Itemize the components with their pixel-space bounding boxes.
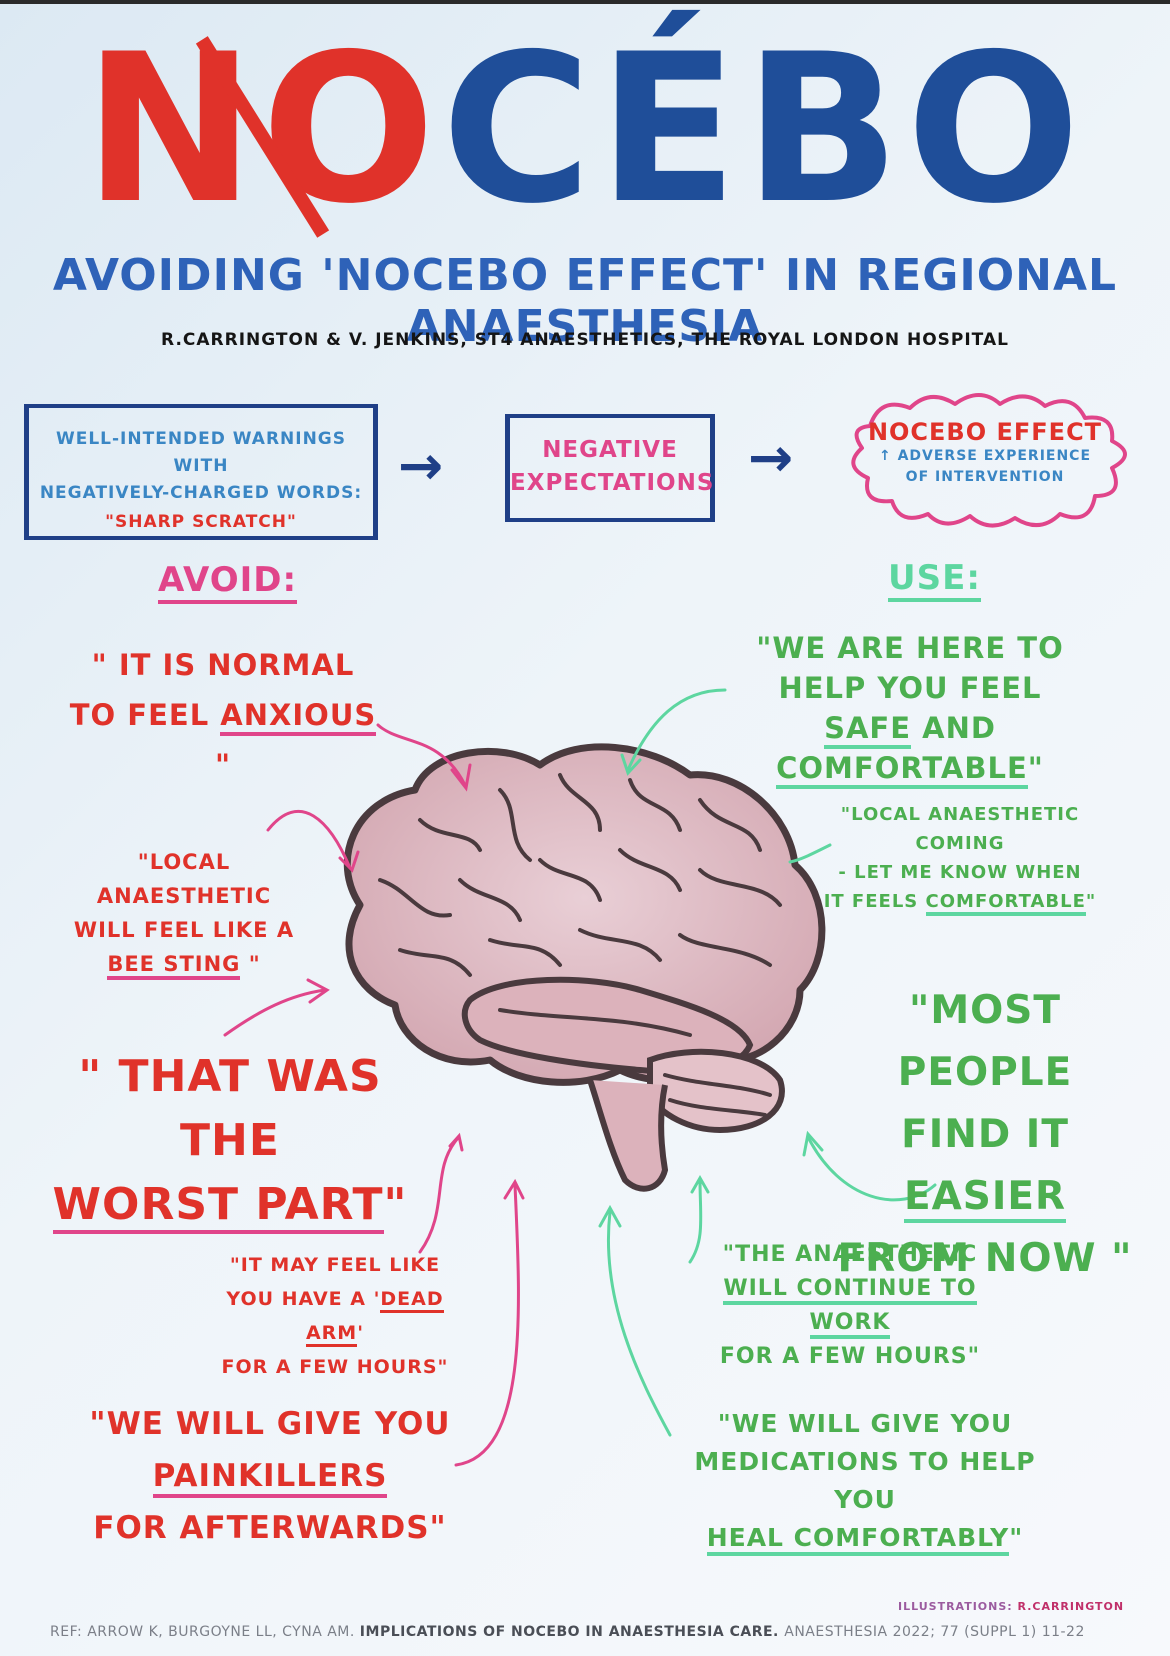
quote-line: "Local anaesthetic <box>96 850 272 908</box>
quote-text: " <box>1009 1523 1024 1552</box>
arrow-right-icon: → <box>398 434 444 497</box>
avoid-quote-worst-part: " That was the worst part" <box>40 1045 420 1237</box>
quote-line: will feel like a <box>73 918 295 942</box>
quote-line: heal comfortably" <box>660 1519 1070 1557</box>
quote-line: "We will give you <box>89 1406 451 1442</box>
use-quote-continue-to-work: "The anaesthetic will continue to work f… <box>680 1238 1020 1374</box>
quote-emphasis: will continue to work <box>723 1276 977 1339</box>
quote-text: to feel <box>69 698 221 732</box>
quote-emphasis: bee sting <box>107 952 241 980</box>
quote-text: you have a ' <box>226 1288 381 1310</box>
quote-line: "Most people <box>897 988 1073 1095</box>
quote-line: for a few hours" <box>221 1356 449 1378</box>
subtitle: Avoiding 'Nocebo effect' in Regional Ana… <box>52 250 1118 352</box>
flow-box-expectations: Negative expectations <box>505 414 715 522</box>
illustrations-name: R.Carrington <box>1017 1600 1125 1613</box>
title-blue-part: CÉBO <box>441 11 1087 249</box>
flow-box-nocebo: Nocebo effect ↑ adverse experience of in… <box>860 418 1110 488</box>
arrow-right-icon: → <box>748 426 794 489</box>
use-heading-text: Use: <box>888 558 981 602</box>
quote-line: " That was the <box>78 1051 382 1166</box>
flow-box-nocebo-title: Nocebo effect <box>867 418 1103 446</box>
quote-line: you have a 'Dead arm' <box>200 1282 470 1350</box>
quote-text: " <box>1027 751 1044 785</box>
cloud-burst-icon <box>851 393 1127 528</box>
quote-emphasis: worst part <box>52 1179 384 1234</box>
reference-authors: Arrow K, Burgoyne LL, Cyna AM. <box>87 1624 360 1640</box>
quote-line: - let me know when <box>838 862 1082 883</box>
quote-line: for a few hours" <box>719 1344 981 1369</box>
quote-emphasis: heal comfortably <box>706 1523 1010 1556</box>
flow-box-warnings-line1: Well-intended warnings with <box>55 429 347 476</box>
use-quote-easier: "Most people find it easier from now " <box>830 980 1140 1290</box>
avoid-heading: Avoid: <box>158 560 298 604</box>
avoid-quote-anxious: " It is normal to feel anxious " <box>58 640 388 790</box>
quote-line: bee sting " <box>54 947 314 981</box>
quote-emphasis: easier <box>903 1174 1067 1223</box>
quote-line: from now " <box>837 1236 1133 1281</box>
quote-emphasis: safe <box>824 711 912 749</box>
flow-box-warnings: Well-intended warnings with negatively-c… <box>24 404 378 540</box>
flow-box-nocebo-line2: of intervention <box>905 469 1065 485</box>
illustrations-credit: Illustrations: R.Carrington <box>898 1600 1124 1613</box>
reference: Ref: Arrow K, Burgoyne LL, Cyna AM. Impl… <box>50 1624 1150 1640</box>
use-heading: Use: <box>888 558 981 602</box>
quote-emphasis: painkillers <box>152 1458 388 1498</box>
flow-box-warnings-line2: negatively-charged words: <box>39 483 363 503</box>
top-border <box>0 0 1170 4</box>
avoid-heading-text: Avoid: <box>158 560 298 604</box>
use-quote-safe-comfortable: "We are here to help you feel safe and c… <box>700 628 1120 789</box>
authors: R.Carrington & V. Jenkins, ST4 Anaesthet… <box>161 330 1009 350</box>
flow-box-expectations-line1: Negative <box>542 437 678 463</box>
quote-emphasis: comfortable <box>776 751 1028 789</box>
use-quote-local-anaesthetic: "Local anaesthetic coming - let me know … <box>810 800 1110 916</box>
use-quote-heal-comfortably: "We will give you medications to help yo… <box>660 1405 1070 1557</box>
reference-journal: Anaesthesia 2022; 77 (Suppl 1) 11-22 <box>784 1624 1085 1640</box>
quote-text: " <box>214 748 232 782</box>
quote-line: painkillers <box>80 1450 460 1502</box>
quote-line: "The anaesthetic <box>722 1242 978 1267</box>
quote-text: and <box>911 711 996 745</box>
page-title: NOCÉBO <box>0 10 1170 250</box>
quote-line: for afterwards" <box>93 1510 447 1546</box>
quote-line: "We will give you <box>717 1409 1013 1438</box>
quote-emphasis: Dead arm <box>305 1288 444 1347</box>
avoid-quote-bee-sting: "Local anaesthetic will feel like a bee … <box>54 845 314 981</box>
quote-text: ' <box>357 1322 365 1344</box>
avoid-quote-dead-arm: "It may feel like you have a 'Dead arm' … <box>200 1248 470 1384</box>
reference-prefix: Ref: <box>50 1624 88 1640</box>
flow-box-warnings-line3: "Sharp scratch" <box>105 512 297 532</box>
quote-emphasis: comfortable <box>925 891 1086 916</box>
quote-text: " <box>383 1179 408 1230</box>
quote-line: "Local anaesthetic coming <box>840 804 1080 854</box>
quote-line: it feels comfortable" <box>810 887 1110 916</box>
quote-line: "We are here to <box>756 631 1064 665</box>
quote-line: worst part" <box>40 1173 420 1237</box>
quote-text: it feels <box>823 891 926 912</box>
quote-line: find it easier <box>830 1104 1140 1228</box>
avoid-quote-painkillers: "We will give you painkillers for afterw… <box>80 1398 460 1554</box>
illustrations-label: Illustrations: <box>898 1600 1018 1613</box>
title-red-part: NO <box>83 11 442 249</box>
quote-line: "It may feel like <box>229 1254 441 1276</box>
reference-title: Implications of nocebo in anaesthesia ca… <box>359 1624 785 1640</box>
quote-line: medications to help you <box>694 1447 1036 1514</box>
quote-line: will continue to work <box>680 1272 1020 1340</box>
quote-line: to feel anxious " <box>58 690 388 790</box>
quote-text: " <box>240 952 261 976</box>
quote-emphasis: anxious <box>220 698 377 736</box>
quote-line: " It is normal <box>91 648 355 682</box>
quote-line: safe and comfortable" <box>700 708 1120 789</box>
quote-line: help you feel <box>778 671 1042 705</box>
quote-text: find it <box>901 1112 1069 1157</box>
flow-box-nocebo-line1: ↑ adverse experience <box>878 448 1092 464</box>
quote-text: " <box>1085 891 1097 912</box>
flow-box-expectations-line2: expectations <box>510 470 715 496</box>
